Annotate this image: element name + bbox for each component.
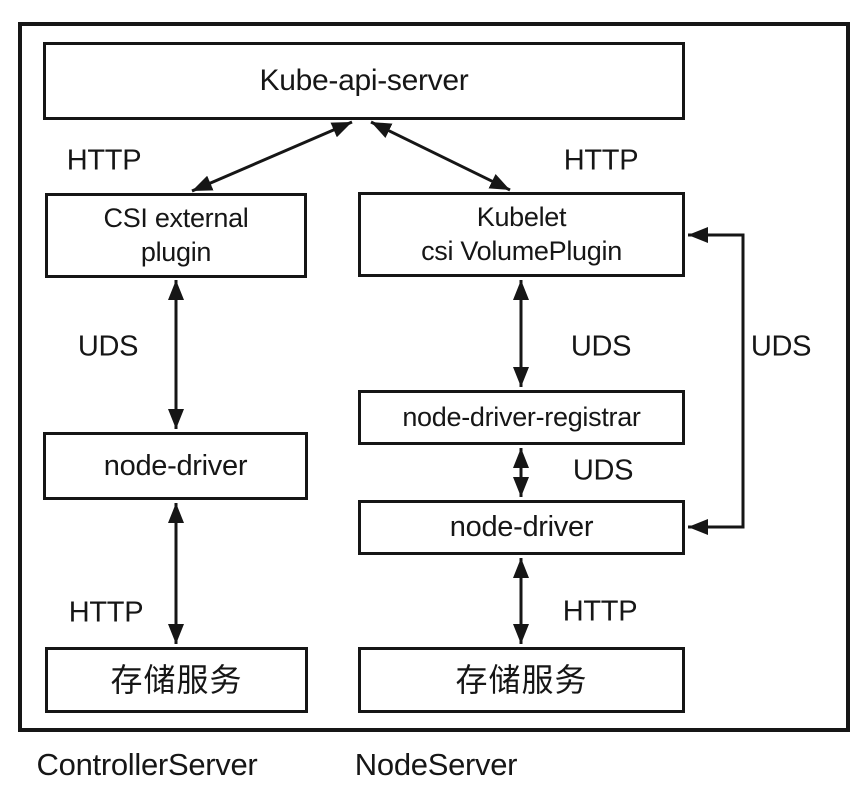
edge-label-http-bottom-right: HTTP xyxy=(562,595,638,628)
node-label: node-driver xyxy=(103,449,248,482)
edge-label-uds-middle: UDS xyxy=(570,330,632,363)
edge-label-uds-left: UDS xyxy=(77,330,139,363)
node-label-line2: csi VolumePlugin xyxy=(421,235,622,266)
node-csi-external-plugin: CSI external plugin xyxy=(45,193,307,278)
footer-label-node-server: NodeServer xyxy=(354,747,518,782)
edge-label-http-top-right: HTTP xyxy=(563,144,639,177)
node-storage-service-controller: 存储服务 xyxy=(45,647,308,713)
node-label-line2: plugin xyxy=(140,236,212,267)
node-storage-service-node: 存储服务 xyxy=(358,647,685,713)
edge-label-uds-far-right: UDS xyxy=(750,330,812,363)
edge-label-http-bottom-left: HTTP xyxy=(68,596,144,629)
node-kube-api-server: Kube-api-server xyxy=(43,42,685,120)
node-label: node-driver-registrar xyxy=(402,401,641,432)
node-label-line1: Kubelet xyxy=(476,201,567,232)
node-label: Kube-api-server xyxy=(259,64,469,98)
node-label: 存储服务 xyxy=(110,662,243,698)
edge-label-uds-registrar: UDS xyxy=(572,454,634,487)
edge-label-http-top-left: HTTP xyxy=(66,144,142,177)
node-label: 存储服务 xyxy=(455,662,588,698)
node-label-line1: CSI external xyxy=(103,202,249,233)
node-node-driver-node: node-driver xyxy=(358,500,685,555)
node-node-driver-registrar: node-driver-registrar xyxy=(358,390,685,445)
node-label: node-driver xyxy=(449,511,594,544)
node-kubelet-csi-volumeplugin: Kubelet csi VolumePlugin xyxy=(358,192,685,277)
footer-label-controller-server: ControllerServer xyxy=(36,747,258,782)
node-node-driver-controller: node-driver xyxy=(43,432,308,500)
cluster-border xyxy=(18,22,850,732)
